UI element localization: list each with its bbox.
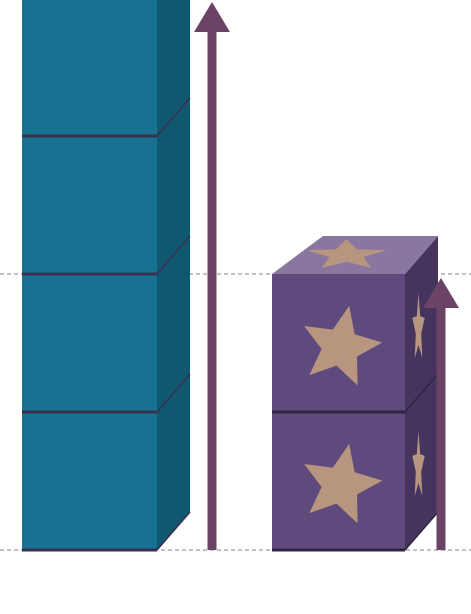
purple-stack-height-arrow: [423, 278, 459, 550]
cube-front-face: [22, 412, 157, 550]
cube: [272, 374, 439, 552]
cube-side-face: [157, 374, 190, 550]
teal-stack-height-arrow: [194, 2, 230, 550]
cube: [22, 98, 191, 276]
cube: [22, 0, 191, 138]
cube-seam: [156, 511, 191, 551]
purple-stack: [272, 236, 439, 552]
cube-side-face: [157, 98, 190, 274]
arrow-head: [423, 278, 459, 308]
cube-seam: [404, 373, 439, 413]
star-icon: [304, 305, 383, 386]
cube: [272, 236, 439, 414]
arrow-head: [194, 2, 230, 32]
cube-side-face: [157, 236, 190, 412]
cube-side-face: [157, 0, 190, 136]
cube: [22, 374, 191, 552]
cube-seam: [156, 373, 191, 413]
cube-seam: [156, 235, 191, 275]
cube: [22, 236, 191, 414]
cube-seam: [404, 511, 439, 551]
cube-front-face: [22, 136, 157, 274]
star-icon: [412, 431, 425, 497]
cube-front-face: [22, 274, 157, 412]
cube-front-face: [22, 0, 157, 136]
star-icon: [412, 293, 425, 359]
teal-stack: [22, 0, 191, 552]
star-icon: [304, 443, 383, 524]
star-icon: [306, 239, 387, 268]
cube-seam: [156, 97, 191, 137]
